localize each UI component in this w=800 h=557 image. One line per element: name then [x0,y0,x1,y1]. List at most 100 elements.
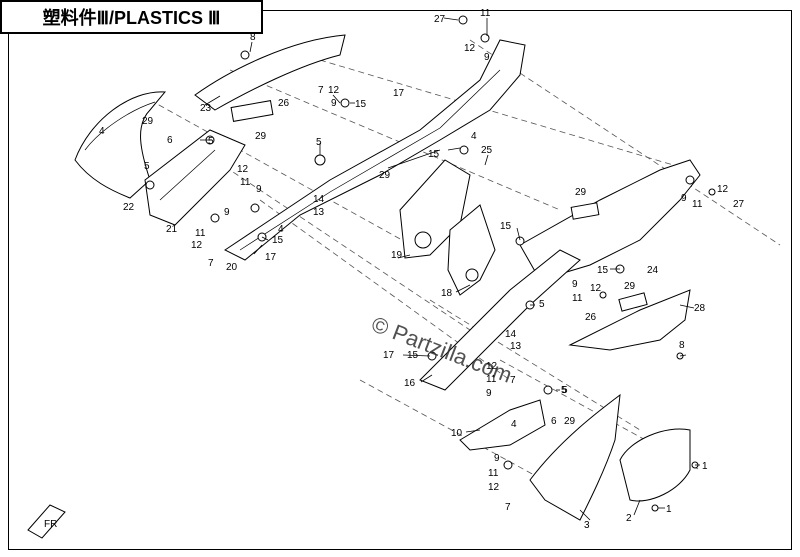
callout-5: 5 [208,136,214,147]
callout-13: 13 [313,207,325,218]
callout-9: 9 [486,388,492,399]
callout-9: 9 [224,207,230,218]
callout-29: 29 [142,116,154,127]
callout-4: 4 [99,126,105,137]
callout-11: 11 [480,8,491,19]
callout-15: 15 [407,350,419,361]
callout-1: 1 [702,461,708,472]
callout-6: 6 [551,416,557,427]
callout-12: 12 [328,85,340,96]
fastener-hardware [145,15,716,512]
callout-9: 9 [572,279,578,290]
callout-8: 8 [679,340,685,351]
callout-23: 23 [200,103,212,114]
callout-8: 8 [250,32,256,43]
callout-29: 29 [575,187,587,198]
callout-1: 1 [666,504,672,515]
callout-12: 12 [717,184,729,195]
front-direction-mark: FR [27,504,66,539]
rear-side-panel-part [519,159,701,281]
callout-15: 15 [500,221,512,232]
callout-9: 9 [484,52,490,63]
bracket-part-10 [459,399,546,451]
fr-label: FR [44,519,57,530]
callout-5: 5 [539,299,545,310]
callout-21: 21 [166,224,178,235]
callout-14: 14 [505,329,517,340]
callout-12: 12 [191,240,203,251]
callout-18: 18 [441,288,453,299]
callout-4: 4 [471,131,477,142]
callout-3: 3 [584,520,590,531]
callout-6: 6 [167,135,173,146]
callout-12: 12 [464,43,476,54]
callout-15: 15 [428,149,440,160]
callout-2: 2 [626,513,632,524]
callout-9: 9 [494,453,500,464]
callout-11: 11 [692,199,703,210]
callout-28: 28 [694,303,706,314]
callout-17: 17 [383,350,395,361]
callout-15: 15 [597,265,609,276]
callout-12: 12 [486,361,498,372]
callout-24: 24 [647,265,659,276]
callout-14: 14 [313,194,325,205]
side-panel-part-21 [144,129,246,226]
callout-5: 5 [144,161,150,172]
callout-5: 5 [562,385,568,396]
callout-11: 11 [195,228,206,239]
frame-rail-part [224,39,526,261]
lower-rail-part-16 [419,249,581,391]
callout-19: 19 [391,250,403,261]
callout-22: 22 [123,202,135,213]
callout-27: 27 [733,199,745,210]
callout-9: 9 [256,184,262,195]
alignment-lines [149,39,781,501]
callout-5: 5 [316,137,322,148]
callout-10: 10 [451,428,463,439]
callout-11: 11 [240,177,251,188]
callout-12: 12 [590,283,602,294]
callout-4: 4 [511,419,517,430]
callout-29: 29 [564,416,576,427]
callout-26: 26 [585,312,597,323]
callout-7: 7 [318,85,324,96]
diagram-title-box: 塑料件Ⅲ/PLASTICS Ⅲ [0,0,263,34]
callout-4: 4 [278,224,284,235]
top-trim-part-23 [194,34,346,122]
callout-17: 17 [393,88,405,99]
side-cover-part-2 [619,428,691,502]
callout-12: 12 [237,164,249,175]
callout-11: 11 [488,468,499,479]
callout-5: 5 [561,385,567,396]
callout-11: 11 [572,293,583,304]
lower-cover-part-3 [529,393,621,521]
diagram-title: 塑料件Ⅲ/PLASTICS Ⅲ [42,8,221,28]
callout-leaders [200,17,700,521]
callout-12: 12 [488,482,500,493]
callout-labels: 27 11 12 9 8 23 29 26 7 12 9 15 17 4 29 … [99,8,745,531]
diagram-border [8,10,792,550]
callout-20: 20 [226,262,238,273]
callout-17: 17 [265,252,277,263]
front-cowl-part-22 [74,91,167,199]
rear-panel-part-28 [568,289,691,351]
callout-13: 13 [510,341,522,352]
callout-25: 25 [481,145,493,156]
callout-27: 27 [434,14,446,25]
callout-7: 7 [208,258,214,269]
callout-15: 15 [272,235,284,246]
callout-7: 7 [510,375,516,386]
callout-29: 29 [379,170,391,181]
side-cover-part-18 [447,204,496,296]
callout-7: 7 [505,502,511,513]
callout-26: 26 [278,98,290,109]
callout-29: 29 [255,131,267,142]
callout-16: 16 [404,378,416,389]
callout-15: 15 [355,99,367,110]
callout-9: 9 [681,193,687,204]
callout-11: 11 [486,374,497,385]
callout-29: 29 [624,281,636,292]
